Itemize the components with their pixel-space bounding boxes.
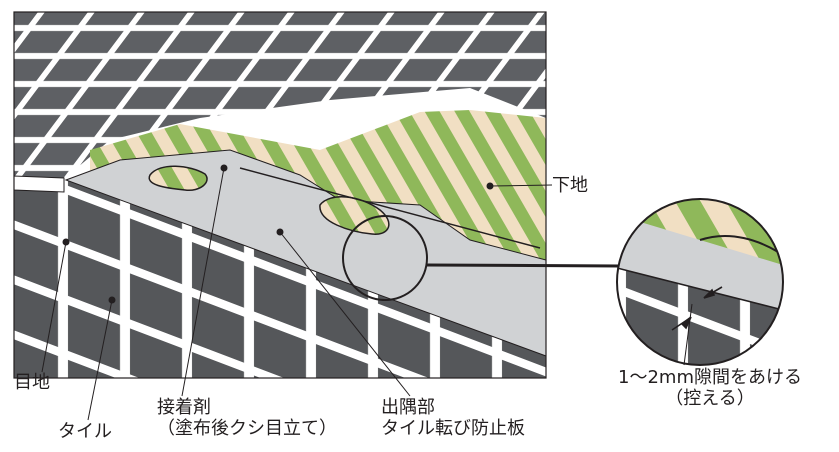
tile-edge-row <box>13 175 65 193</box>
label-joint: 目地 <box>14 372 50 393</box>
label-tile-text: タイル <box>58 421 112 442</box>
plate-groove <box>239 167 541 249</box>
label-adhesive: 接着剤 （塗布後クシ目立て） <box>157 397 337 439</box>
label-base-text: 下地 <box>552 175 588 196</box>
label-corner-line1: 出隅部 <box>381 397 435 418</box>
label-corner-line2: タイル転び防止板 <box>381 418 525 439</box>
label-adhesive-line2: （塗布後クシ目立て） <box>157 418 337 439</box>
label-gap-line1: 1～2mm隙間をあける <box>618 367 802 388</box>
label-corner-plate: 出隅部 タイル転び防止板 <box>381 397 525 439</box>
label-base: 下地 <box>552 175 588 196</box>
magnifier-large <box>616 198 784 366</box>
label-tile: タイル <box>58 421 112 442</box>
gap-arrows <box>671 286 723 331</box>
diagram-frame <box>13 11 547 379</box>
zoom-detail <box>617 199 783 365</box>
label-gap-line2: （控える） <box>665 388 755 409</box>
plate-slot <box>319 196 390 235</box>
tile-surface-top <box>14 12 546 178</box>
tile-surface-front <box>14 176 546 378</box>
magnifier-small <box>342 215 428 301</box>
label-joint-text: 目地 <box>14 372 50 393</box>
magnifier-connector <box>426 263 621 268</box>
leader-lines <box>41 164 693 421</box>
plate-slot <box>148 165 208 191</box>
label-gap: 1～2mm隙間をあける （控える） <box>618 367 802 409</box>
label-adhesive-line1: 接着剤 <box>157 397 211 418</box>
